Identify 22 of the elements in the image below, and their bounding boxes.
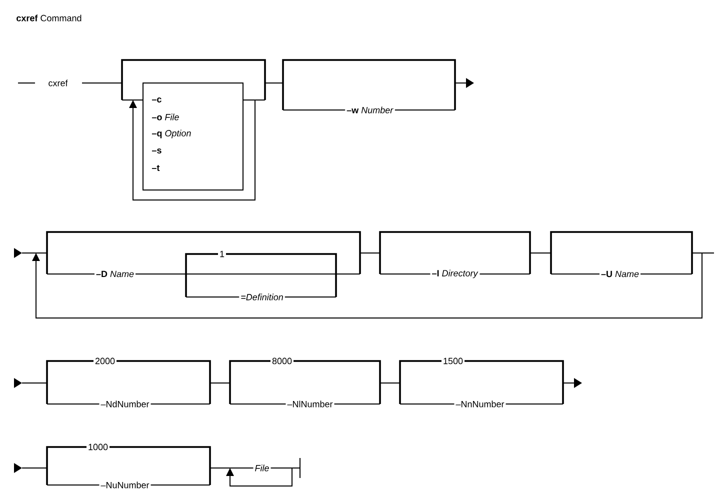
option-label: –w Number <box>345 105 395 115</box>
option-label: –o File <box>150 112 181 122</box>
option-label: –c <box>150 96 164 104</box>
default-value: 1500 <box>442 356 465 366</box>
title: cxref Command <box>16 14 82 22</box>
option-label: –NdNumber <box>99 399 151 409</box>
option-label: –U Name <box>600 269 640 279</box>
option-label: –D Name <box>94 269 136 279</box>
option-label: –NuNumber <box>99 480 151 490</box>
option-label: –I Directory <box>430 268 480 280</box>
default-value: 1 <box>218 249 226 259</box>
default-value: 1000 <box>86 442 110 452</box>
option-label: –t <box>150 164 162 172</box>
option-label: –s <box>150 147 164 155</box>
parameter-label: =Definition <box>239 292 285 302</box>
parameter-label: File <box>253 463 271 473</box>
option-label: –q Option <box>150 128 193 140</box>
default-value: 2000 <box>94 356 117 366</box>
option-label: –NlNumber <box>286 399 334 409</box>
command-name: cxref <box>46 78 70 88</box>
option-label: –NnNumber <box>454 399 506 409</box>
default-value: 8000 <box>270 356 294 366</box>
